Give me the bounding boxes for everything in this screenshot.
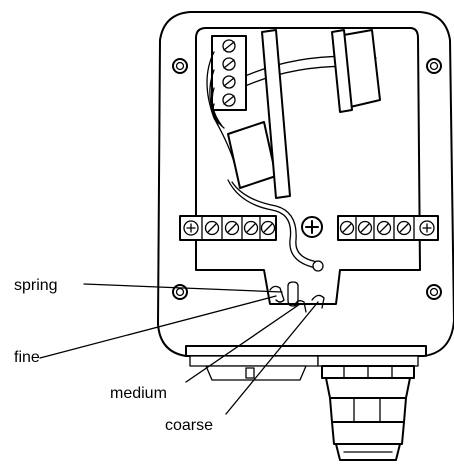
- label-medium: medium: [110, 385, 167, 402]
- relay-right: [331, 29, 381, 113]
- center-screw: [301, 216, 323, 238]
- terminal-strip-right: [337, 215, 439, 241]
- label-fine: fine: [14, 349, 40, 366]
- relay-left: [227, 29, 291, 199]
- cable-gland: [317, 355, 419, 461]
- housing-inner-cavity: [195, 27, 421, 305]
- label-spring: spring: [14, 277, 58, 294]
- wire-end-ring: [312, 260, 324, 272]
- coarse-leader: [225, 301, 319, 415]
- spring-leader: [83, 283, 283, 293]
- coarse-clip: [311, 294, 325, 309]
- mounting-hole-top-left: [172, 58, 188, 74]
- terminal-strip-left: [179, 215, 277, 241]
- base-rib: [185, 345, 427, 381]
- terminal-block-left: [211, 35, 247, 111]
- housing-outer: [157, 11, 454, 357]
- fine-clip: [269, 285, 285, 303]
- label-coarse: coarse: [165, 417, 213, 434]
- medium-clip: [293, 300, 307, 313]
- mounting-hole-top-right: [426, 58, 442, 74]
- leader-lines: [39, 283, 319, 415]
- wire-bundle: [206, 51, 324, 272]
- mounting-hole-bottom-right: [426, 284, 442, 300]
- fine-leader: [39, 295, 277, 359]
- spring-clip: [287, 281, 299, 307]
- medium-leader: [185, 303, 301, 383]
